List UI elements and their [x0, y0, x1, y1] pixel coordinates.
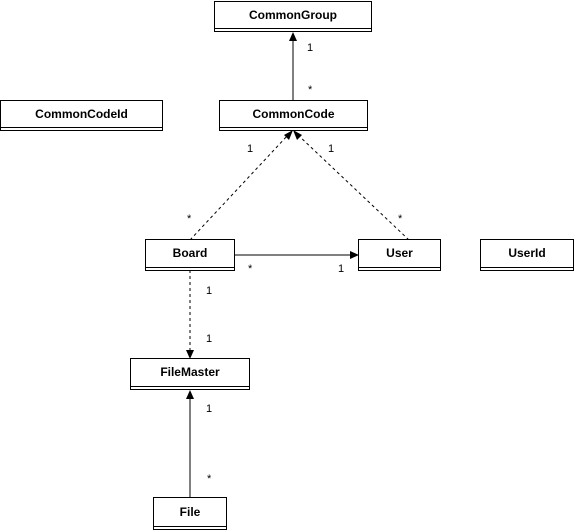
class-user-title: User	[386, 246, 413, 260]
class-board[interactable]: Board	[145, 239, 235, 271]
arrowhead-commoncode-from-board	[284, 130, 293, 140]
class-commongroup-title: CommonGroup	[249, 7, 337, 22]
class-board-title: Board	[172, 246, 208, 260]
edge-board-commoncode	[189, 134, 289, 241]
class-file-title: File	[179, 504, 201, 519]
mult-board-to-code-target: 1	[247, 143, 254, 155]
class-user[interactable]: User	[358, 239, 441, 271]
mult-user-to-code-source: *	[398, 213, 403, 225]
class-commoncode[interactable]: CommonCode	[219, 100, 368, 131]
mult-user-to-code-target: 1	[328, 143, 335, 155]
class-filemaster[interactable]: FileMaster	[130, 358, 250, 390]
mult-code-end: *	[308, 84, 313, 96]
mult-file-to-filemaster-source: *	[207, 473, 212, 485]
mult-board-to-user-source: *	[248, 263, 253, 275]
class-commoncodeid[interactable]: CommonCodeId	[0, 100, 163, 131]
edge-user-commoncode	[297, 134, 410, 241]
arrowhead-filemaster-from-file	[186, 390, 194, 399]
class-commongroup[interactable]: CommonGroup	[214, 1, 372, 32]
mult-board-to-filemaster-target: 1	[206, 333, 213, 345]
mult-board-to-filemaster-source: 1	[206, 285, 213, 297]
class-userid-title: UserId	[508, 246, 546, 260]
class-commoncode-title: CommonCode	[252, 106, 335, 121]
arrowhead-commongroup	[289, 32, 297, 41]
class-filemaster-title: FileMaster	[160, 365, 220, 379]
mult-board-to-code-source: *	[187, 213, 192, 225]
arrowhead-user	[350, 251, 359, 259]
class-commoncodeid-title: CommonCodeId	[35, 106, 128, 121]
arrowhead-filemaster-from-board	[186, 350, 194, 359]
mult-file-to-filemaster-target: 1	[206, 403, 213, 415]
mult-group-end: 1	[307, 42, 314, 54]
class-file[interactable]: File	[153, 497, 227, 530]
arrowhead-commoncode-from-user	[293, 130, 302, 140]
class-userid[interactable]: UserId	[480, 239, 574, 271]
mult-board-to-user-target: 1	[338, 263, 345, 275]
